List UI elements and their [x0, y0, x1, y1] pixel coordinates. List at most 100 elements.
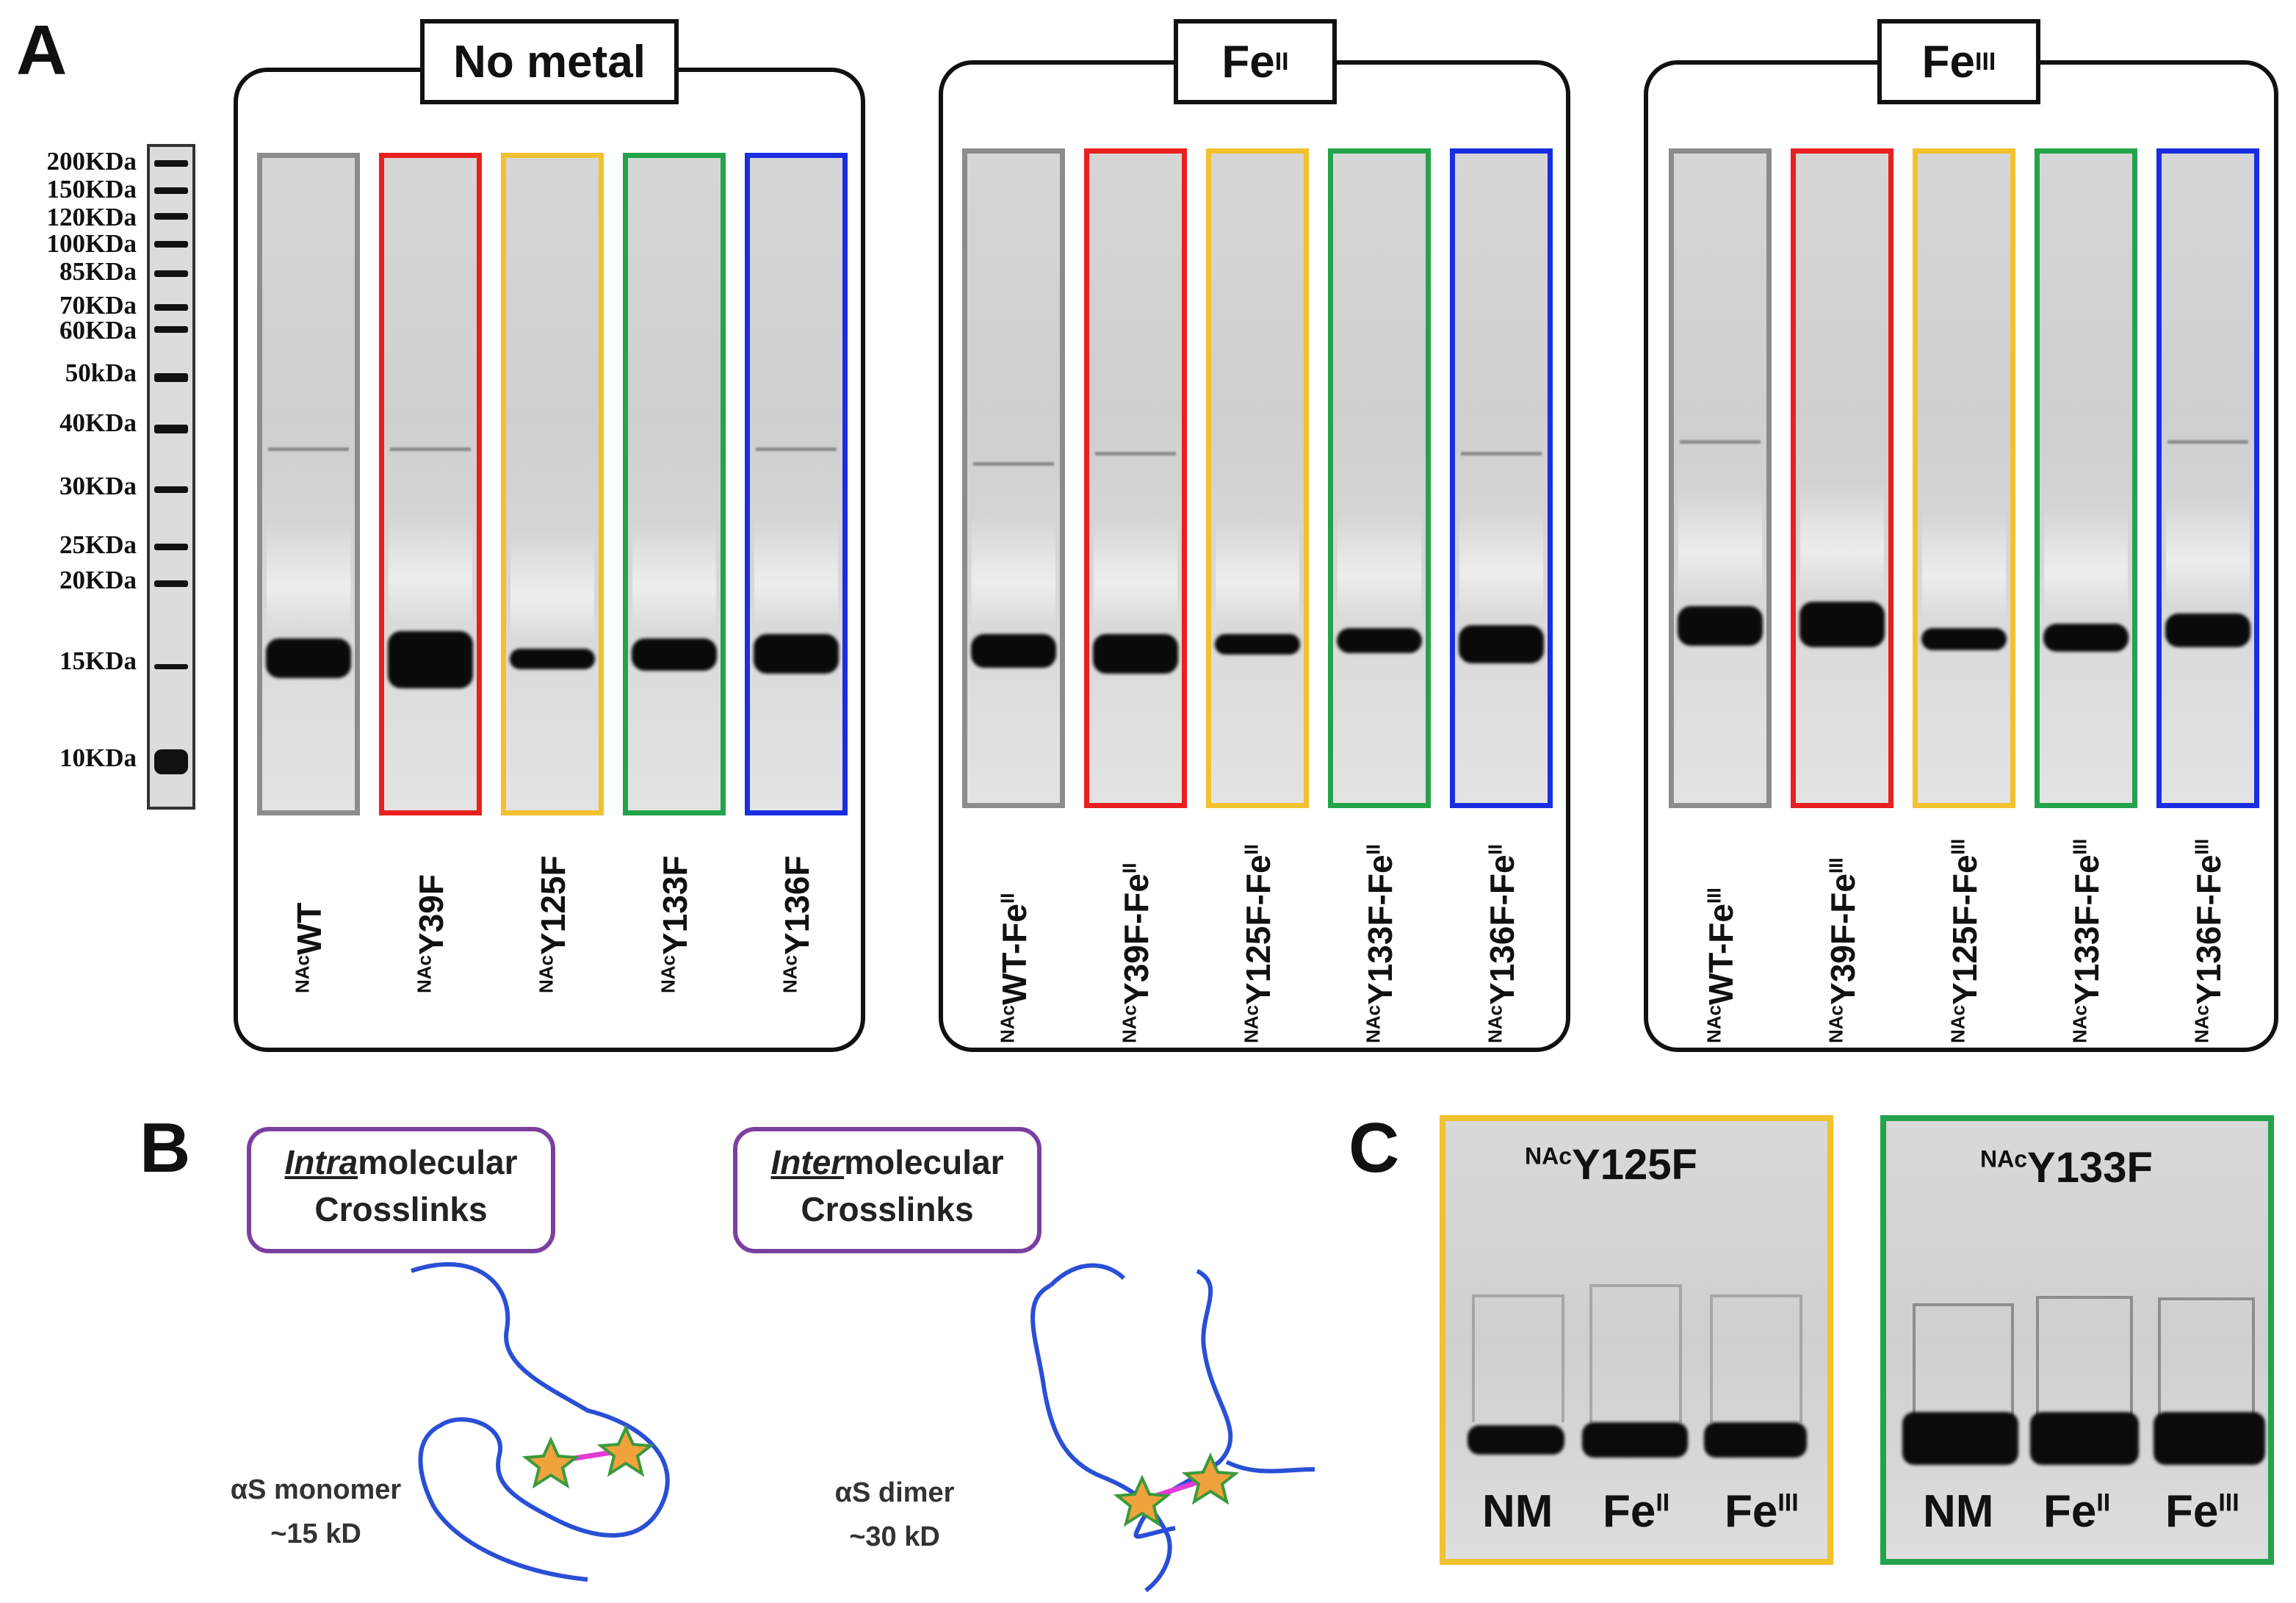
lane-label-nm: NM: [1923, 1486, 1994, 1537]
protein-chain: [411, 1262, 670, 1582]
lane-label: NAcY39F-FeII: [1117, 862, 1155, 1043]
panel-a-letter: A: [16, 11, 68, 90]
lane-label: NAcY133F-FeIII: [2068, 838, 2106, 1043]
monomer-band: [1459, 625, 1544, 663]
gel-lane: [1669, 148, 1772, 808]
gel-lane: [962, 148, 1065, 808]
gel-lane: [1084, 148, 1187, 808]
lane-label: NAcY39F: [412, 874, 450, 993]
lane-label: NAcY125F: [534, 855, 572, 993]
dimer-label: αS dimer~30 kD: [834, 1477, 955, 1552]
monomer-band: [1215, 634, 1300, 655]
gel-c-title: NAcY133F: [1980, 1144, 2153, 1192]
dimer-band: [755, 447, 837, 451]
gel-lane: [623, 153, 726, 815]
gel-band: [1468, 1425, 1564, 1455]
gel-lane: [745, 153, 848, 815]
monomer-band: [1799, 602, 1885, 647]
gel-lane: [1328, 148, 1431, 808]
lane-label: NAcY133F: [656, 855, 694, 993]
protein-chain: [1133, 1269, 1233, 1539]
tyrosine-star-icon: [521, 1436, 580, 1489]
gel-lane: [257, 153, 360, 815]
gel-lane: [2156, 148, 2259, 808]
marker-label: 70KDa: [59, 291, 137, 320]
tyrosine-star-icon: [596, 1424, 655, 1477]
marker-label: 20KDa: [59, 566, 137, 594]
protein-chain: [1030, 1283, 1172, 1593]
lane-label: NAcY125F-FeIII: [1946, 838, 1984, 1043]
monomer-band: [754, 634, 839, 674]
panel-b-letter: B: [140, 1109, 191, 1187]
marker-label: 150KDa: [46, 175, 137, 203]
marker-label: 50kDa: [65, 359, 137, 387]
panel-c-letter: C: [1349, 1109, 1400, 1187]
dimer-band: [1460, 452, 1542, 455]
monomer-band: [1921, 628, 2007, 650]
intermolecular-box: Intermolecular Crosslinks: [733, 1127, 1041, 1253]
gel-c-title: NAcY125F: [1525, 1141, 1697, 1189]
monomer-band: [632, 638, 717, 671]
lane-label-fe-ii: FeII: [2043, 1486, 2111, 1537]
dimer-band: [267, 447, 350, 451]
monomer-band: [266, 638, 351, 678]
marker-label: 40KDa: [59, 408, 137, 437]
lane-label: NAcY133F-FeII: [1361, 844, 1399, 1043]
gel-band: [1902, 1412, 2018, 1465]
marker-label: 200KDa: [46, 147, 137, 176]
dimer-band: [1094, 452, 1177, 455]
monomer-band: [971, 634, 1056, 668]
lane-label: NAcWT-FeIII: [1702, 887, 1740, 1043]
gel-c-y125f: NAcY125F NM FeII FeIII: [1440, 1115, 1833, 1565]
lane-label: NAcY125F-FeII: [1239, 844, 1277, 1043]
group-title-no-metal: No metal: [420, 19, 679, 104]
marker-label: 15KDa: [59, 646, 137, 675]
gel-band: [2030, 1412, 2139, 1465]
monomer-label: αS monomer~15 kD: [230, 1474, 402, 1549]
lane-label: NAcY136F: [778, 855, 816, 993]
dimer-illustration: [1030, 1263, 1315, 1593]
tyrosine-star-icon: [1113, 1474, 1172, 1527]
gel-band: [2154, 1412, 2265, 1465]
marker-label: 60KDa: [59, 316, 137, 345]
lane-label-fe-iii: FeIII: [2165, 1486, 2239, 1537]
gel-lane: [1791, 148, 1894, 808]
marker-label: 25KDa: [59, 530, 137, 559]
protein-chain: [1225, 1460, 1315, 1474]
gel-c-y133f: NAcY133F NM FeII FeIII: [1880, 1115, 2274, 1565]
lane-label: NAcWT-FeII: [995, 893, 1033, 1043]
dimer-band: [972, 462, 1055, 466]
gel-lane: [1913, 148, 2015, 808]
monomer-band: [1093, 634, 1178, 674]
monomer-band: [2043, 624, 2129, 652]
dimer-band: [389, 447, 472, 451]
gel-lane: [1206, 148, 1309, 808]
lane-label: NAcWT: [290, 902, 328, 993]
lane-label: NAcY136F-FeII: [1483, 844, 1521, 1043]
monomer-band: [510, 649, 595, 669]
dimer-band: [1679, 440, 1761, 444]
monomer-band: [1678, 606, 1763, 646]
marker-label: 10KDa: [59, 743, 137, 772]
monomer-band: [1337, 628, 1422, 653]
gel-band: [1704, 1422, 1807, 1458]
protein-chain: [1048, 1263, 1126, 1288]
intramolecular-box: Intramolecular Crosslinks: [247, 1127, 555, 1253]
marker-label: 30KDa: [59, 472, 137, 500]
gel-lane: [1450, 148, 1553, 808]
lane-label: NAcY136F-FeIII: [2189, 838, 2228, 1043]
lane-label: NAcY39F-FeIII: [1824, 857, 1862, 1043]
lane-label-fe-iii: FeIII: [1725, 1486, 1799, 1537]
monomer-illustration: [411, 1262, 670, 1582]
dimer-band: [2167, 440, 2249, 444]
marker-label: 85KDa: [59, 257, 137, 286]
lane-label-nm: NM: [1482, 1486, 1553, 1537]
monomer-band: [2165, 613, 2250, 647]
marker-ladder: [147, 144, 195, 810]
lane-label-fe-ii: FeII: [1603, 1486, 1670, 1537]
marker-label: 100KDa: [46, 229, 137, 258]
gel-band: [1582, 1422, 1688, 1458]
monomer-band: [388, 631, 473, 688]
